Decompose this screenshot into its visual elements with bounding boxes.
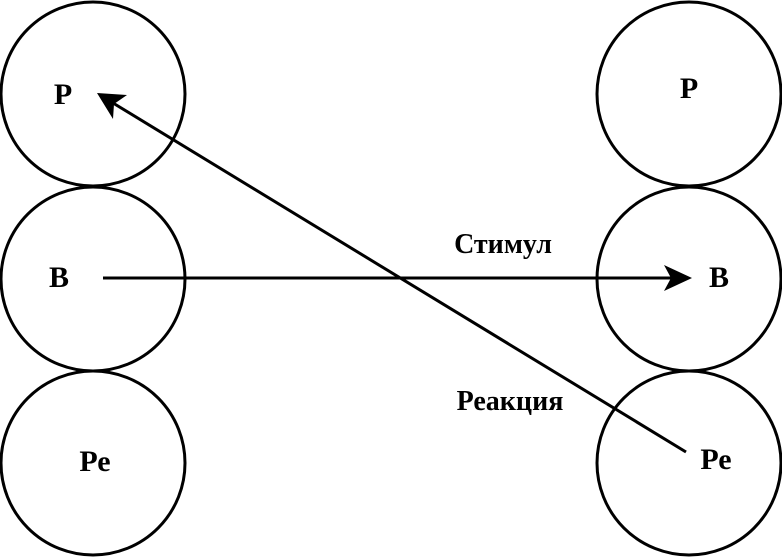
left-ego-states: Р В Ре <box>0 0 187 557</box>
stimulus-arrow-head <box>664 265 692 291</box>
left-parent-circle <box>0 0 187 188</box>
right-adult-label: В <box>709 261 729 294</box>
right-parent-label: Р <box>680 72 698 105</box>
stimulus-arrow: Стимул <box>103 229 692 291</box>
response-arrow-line <box>112 101 687 454</box>
left-adult-label: В <box>49 261 69 294</box>
response-label: Реакция <box>457 386 564 417</box>
right-child-circle <box>595 369 782 557</box>
response-arrow: Реакция <box>97 93 687 454</box>
right-ego-states: Р В Ре <box>595 0 782 557</box>
stimulus-label: Стимул <box>454 229 552 260</box>
right-child-label: Ре <box>700 443 731 476</box>
left-child-label: Ре <box>79 445 110 478</box>
left-child-circle <box>0 369 187 557</box>
left-parent-label: Р <box>54 78 72 111</box>
response-arrow-head <box>97 93 127 119</box>
